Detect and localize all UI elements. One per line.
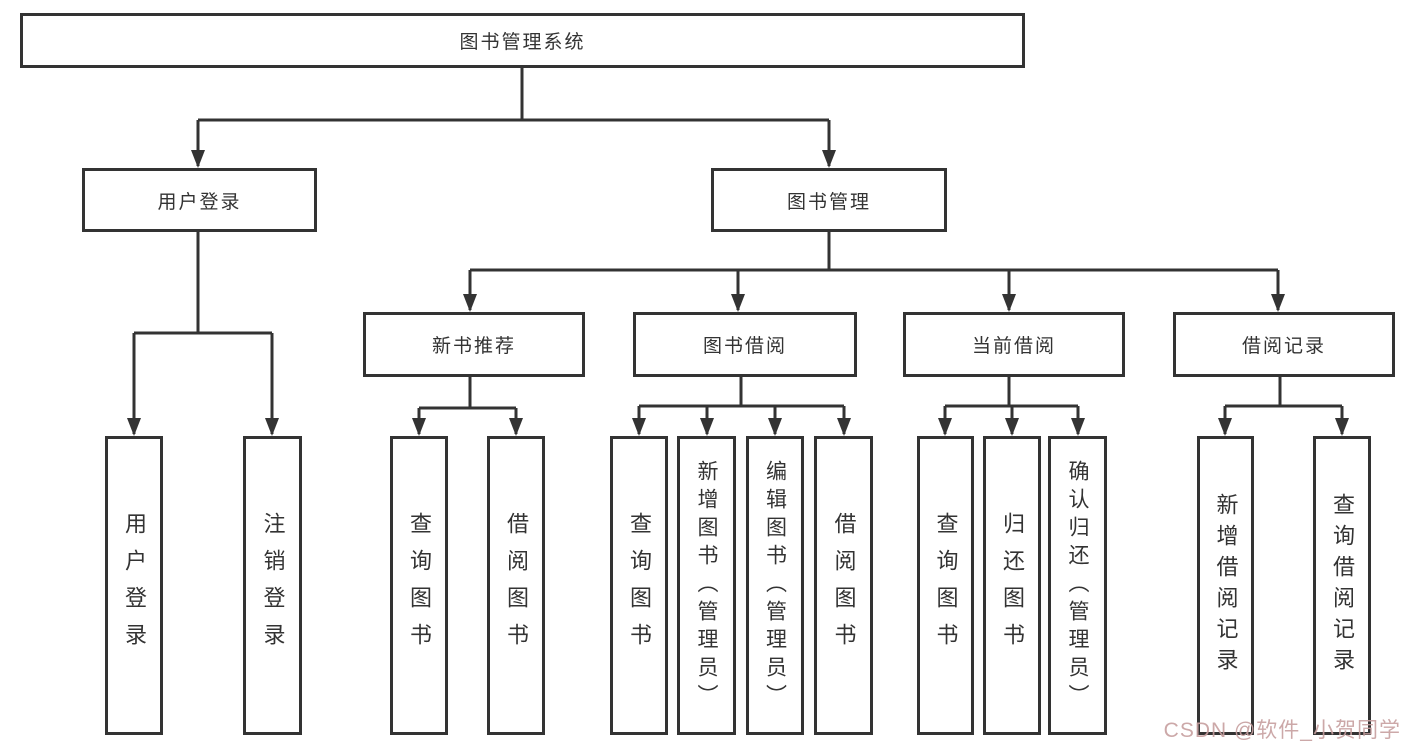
arrowhead-icon bbox=[412, 418, 426, 436]
leaf-borrow-books-borrow: 借阅图书 bbox=[814, 436, 873, 735]
leaf-add-book-admin-label: 新增图书（管理员） bbox=[695, 459, 718, 712]
leaf-edit-book-admin-label: 编辑图书（管理员） bbox=[763, 459, 787, 712]
leaf-user-login-label: 用户登录 bbox=[122, 511, 147, 660]
leaf-query-books-current-label: 查询图书 bbox=[933, 511, 959, 660]
leaf-logout: 注销登录 bbox=[243, 436, 302, 735]
leaf-confirm-return-admin: 确认归还（管理员） bbox=[1048, 436, 1107, 735]
node-book-borrow: 图书借阅 bbox=[633, 312, 857, 377]
node-borrow-record-label: 借阅记录 bbox=[1241, 336, 1326, 357]
node-user-login-label: 用户登录 bbox=[157, 191, 242, 213]
node-new-book-recommend: 新书推荐 bbox=[363, 312, 585, 377]
leaf-borrow-books-borrow-label: 借阅图书 bbox=[831, 511, 857, 660]
arrowhead-icon bbox=[731, 294, 745, 312]
leaf-user-login: 用户登录 bbox=[105, 436, 163, 735]
arrowhead-icon bbox=[509, 418, 523, 436]
leaf-add-borrow-record: 新增借阅记录 bbox=[1197, 436, 1254, 735]
leaf-add-book-admin: 新增图书（管理员） bbox=[677, 436, 736, 735]
arrowhead-icon bbox=[127, 418, 141, 436]
node-current-borrow: 当前借阅 bbox=[903, 312, 1125, 377]
arrowhead-icon bbox=[938, 418, 952, 436]
node-user-login: 用户登录 bbox=[82, 168, 317, 232]
arrowhead-icon bbox=[1005, 418, 1019, 436]
arrowhead-icon bbox=[1218, 418, 1232, 436]
arrowhead-icon bbox=[265, 418, 279, 436]
leaf-return-book-label: 归还图书 bbox=[1000, 511, 1025, 660]
node-borrow-record: 借阅记录 bbox=[1173, 312, 1395, 377]
arrowhead-icon bbox=[191, 150, 205, 168]
arrowhead-icon bbox=[822, 150, 836, 168]
leaf-edit-book-admin: 编辑图书（管理员） bbox=[746, 436, 804, 735]
node-root-label: 图书管理系统 bbox=[459, 32, 586, 53]
arrowhead-icon bbox=[700, 418, 714, 436]
leaf-borrow-books-newbook-label: 借阅图书 bbox=[504, 511, 529, 660]
node-current-borrow-label: 当前借阅 bbox=[971, 336, 1056, 357]
arrowhead-icon bbox=[463, 294, 477, 312]
node-book-borrow-label: 图书借阅 bbox=[702, 336, 787, 357]
arrowhead-icon bbox=[1271, 294, 1285, 312]
node-book-management-label: 图书管理 bbox=[786, 191, 871, 213]
arrowhead-icon bbox=[768, 418, 782, 436]
leaf-query-books-newbook-label: 查询图书 bbox=[407, 511, 432, 660]
leaf-query-books-borrow-label: 查询图书 bbox=[627, 511, 652, 660]
leaf-return-book: 归还图书 bbox=[983, 436, 1041, 735]
leaf-add-borrow-record-label: 新增借阅记录 bbox=[1213, 492, 1239, 679]
arrowhead-icon bbox=[1002, 294, 1016, 312]
leaf-confirm-return-admin-label: 确认归还（管理员） bbox=[1066, 459, 1089, 712]
leaf-query-books-current: 查询图书 bbox=[917, 436, 974, 735]
node-book-management: 图书管理 bbox=[711, 168, 947, 232]
leaf-borrow-books-newbook: 借阅图书 bbox=[487, 436, 545, 735]
leaf-query-borrow-record: 查询借阅记录 bbox=[1313, 436, 1371, 735]
arrowhead-icon bbox=[632, 418, 646, 436]
leaf-query-books-borrow: 查询图书 bbox=[610, 436, 668, 735]
node-new-book-recommend-label: 新书推荐 bbox=[431, 336, 516, 357]
leaf-logout-label: 注销登录 bbox=[260, 511, 286, 660]
node-root-system: 图书管理系统 bbox=[20, 13, 1025, 68]
arrowhead-icon bbox=[1071, 418, 1085, 436]
arrowhead-icon bbox=[1335, 418, 1349, 436]
arrowhead-icon bbox=[837, 418, 851, 436]
leaf-query-borrow-record-label: 查询借阅记录 bbox=[1330, 492, 1355, 679]
leaf-query-books-newbook: 查询图书 bbox=[390, 436, 448, 735]
